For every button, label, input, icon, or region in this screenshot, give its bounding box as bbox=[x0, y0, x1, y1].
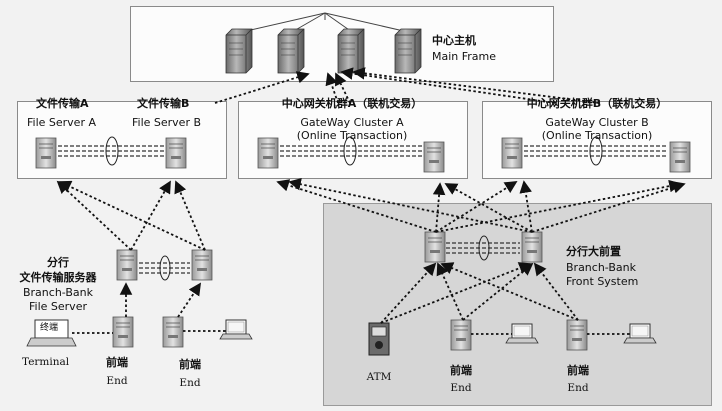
atm-machine bbox=[368, 322, 390, 356]
file-server-b-cn: 文件传输B bbox=[137, 97, 190, 110]
branch-front-en1: Branch-Bank bbox=[566, 261, 637, 274]
mainframe-title-cn: 中心主机 bbox=[432, 34, 476, 47]
gateway-a-line2: (Online Transaction) bbox=[296, 129, 408, 142]
gateway-b-line2: (Online Transaction) bbox=[541, 129, 653, 142]
file-server-b-en: File Server B bbox=[132, 116, 202, 129]
branch-file-en2: File Server bbox=[29, 300, 87, 313]
branch-front-en2: Front System bbox=[566, 275, 639, 288]
branch-front-system-area bbox=[323, 203, 712, 406]
end-4-en: End bbox=[567, 382, 589, 394]
gateway-b-title-cn: 中心网关机群B（联机交易） bbox=[526, 97, 668, 110]
gateway-b-line1: GateWay Cluster B bbox=[545, 116, 649, 129]
branch-front-cn: 分行大前置 bbox=[566, 245, 621, 258]
mainframe-title-en: Main Frame bbox=[432, 50, 497, 63]
end-2-en: End bbox=[179, 377, 201, 389]
gateway-a-line1: GateWay Cluster A bbox=[300, 116, 404, 129]
file-server-a-en: File Server A bbox=[27, 116, 96, 129]
end-3-en: End bbox=[450, 382, 472, 394]
terminal-pc bbox=[26, 319, 77, 347]
end-3-cn: 前端 bbox=[450, 364, 472, 377]
end-1-cn: 前端 bbox=[106, 356, 128, 369]
end-4-cn: 前端 bbox=[567, 364, 589, 377]
branch-file-cn1: 分行 bbox=[47, 256, 69, 269]
branch-file-en1: Branch-Bank bbox=[22, 286, 94, 299]
branch-file-cn2: 文件传输服务器 bbox=[19, 271, 97, 284]
gateway-a-title-cn: 中心网关机群A（联机交易） bbox=[281, 97, 423, 110]
end-2-cn: 前端 bbox=[179, 358, 201, 371]
terminal-label: Terminal bbox=[22, 356, 70, 368]
mainframe-racks bbox=[225, 12, 422, 74]
file-server-a-cn: 文件传输A bbox=[36, 97, 89, 110]
terminal-screen-text: 终端 bbox=[40, 323, 59, 333]
end-1-en: End bbox=[106, 375, 128, 387]
atm-label: ATM bbox=[366, 371, 392, 383]
